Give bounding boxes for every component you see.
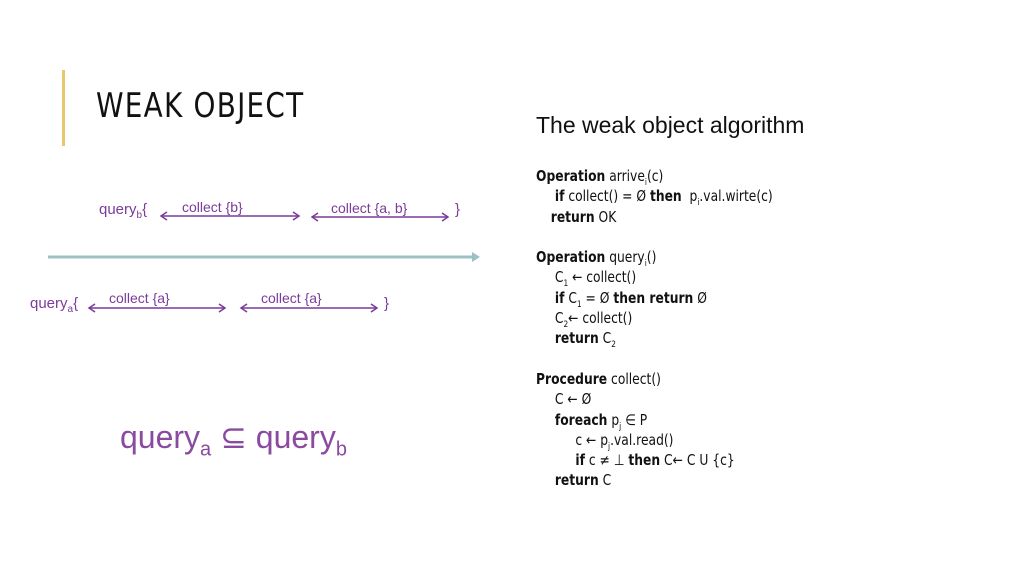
query-b-close-brace: } (455, 201, 461, 218)
arrive-if-line: if collect() = Ø then pi.val.wirte(c) (554, 187, 773, 209)
query-b-collect-1: collect {b} (182, 199, 243, 215)
query-if-line: if C1 = Ø then return Ø (554, 288, 707, 310)
algorithm-title: The weak object algorithm (536, 112, 805, 138)
blank-line (536, 349, 773, 369)
algorithm-code: Operation arrivei(c) if collect() = Ø th… (536, 166, 773, 491)
title-accent-bar (62, 70, 65, 146)
query-a-close-brace: } (384, 295, 390, 312)
query-a-collect-1: collect {a} (109, 290, 170, 306)
query-a-collect-2-arrow (239, 303, 379, 313)
collect-read-line: c ← pj.val.read() (575, 430, 674, 452)
collect-header: Procedure collect() (536, 369, 661, 388)
query-a-collect-1-arrow (87, 303, 227, 313)
blank-line (536, 227, 773, 247)
query-b-label: queryb{ (99, 201, 148, 221)
query-a-label: querya{ (30, 295, 79, 315)
query-b-collect-2-arrow (310, 212, 450, 222)
subset-relation: querya ⊆ queryb (120, 419, 347, 461)
arrive-header: Operation arrivei(c) (536, 167, 664, 188)
query-b-collect-1-arrow (159, 211, 301, 221)
collect-init-line: C ← Ø (554, 390, 592, 409)
query-header: Operation queryi() (536, 248, 657, 270)
collect-if-line: if c ≠ ⊥ then C← C U {c} (575, 451, 735, 470)
query-a-collect-2: collect {a} (261, 290, 322, 306)
query-collect2-line: C2← collect() (554, 309, 633, 331)
slide-title: WEAK OBJECT (96, 86, 305, 126)
collect-return-line: return C (554, 471, 612, 490)
query-b-collect-2: collect {a, b} (331, 200, 408, 216)
query-collect1-line: C1 ← collect() (554, 268, 637, 290)
arrive-return-line: return OK (550, 207, 617, 226)
collect-foreach-line: foreach pj ∈ P (554, 410, 648, 432)
query-return-line: return C2 (554, 329, 616, 351)
timeline-arrow (48, 252, 480, 262)
